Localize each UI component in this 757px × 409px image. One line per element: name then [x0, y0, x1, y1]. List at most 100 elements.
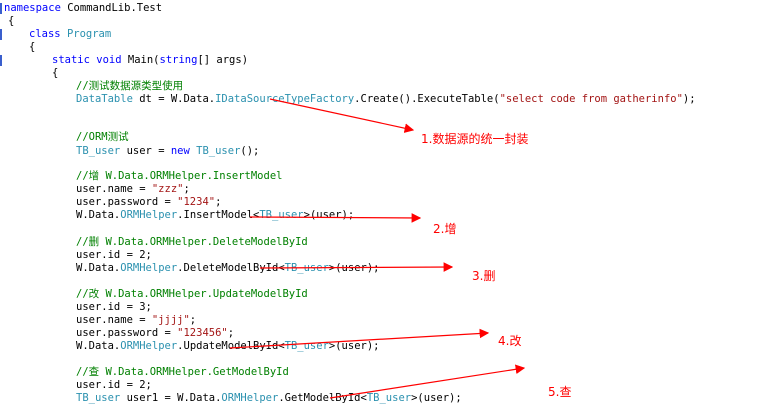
- arrow-to-annotation-3: [259, 262, 454, 272]
- code-text: user.password =: [76, 327, 178, 339]
- code-line-assign-password: user.password = "1234";: [76, 195, 221, 209]
- code-text: W.Data.: [76, 262, 121, 274]
- code-line-new-user: TB_user user = new TB_user();: [76, 144, 259, 158]
- code-text: ;: [183, 183, 190, 195]
- code-line-brace: {: [52, 66, 58, 80]
- code-text: user.id = 3;: [76, 301, 152, 313]
- comment: //测试数据源类型使用: [76, 80, 184, 92]
- code-text: );: [682, 93, 696, 105]
- code-text: .InsertModel<: [177, 209, 260, 221]
- code-line-datatable: DataTable dt = W.Data.IDataSourceTypeFac…: [76, 92, 696, 106]
- code-text: ;: [189, 314, 197, 326]
- code-line-insert: W.Data.ORMHelper.InsertModel<TB_user>(us…: [76, 208, 354, 222]
- code-line-assign-id: user.id = 2;: [76, 378, 152, 392]
- code-text: user =: [120, 145, 171, 157]
- brace: {: [29, 41, 36, 53]
- editor-gutter: [0, 0, 3, 409]
- code-text: ();: [240, 145, 260, 157]
- comment-line: //ORM测试: [76, 130, 129, 144]
- brace: {: [52, 67, 59, 79]
- code-line-namespace: namespace CommandLib.Test: [4, 1, 162, 15]
- annotation-label-5: 5.查: [548, 385, 572, 399]
- type-name: TB_user: [76, 392, 121, 404]
- comment-line: //测试数据源类型使用: [76, 79, 183, 93]
- change-marker: [0, 29, 2, 40]
- type-name: DataTable: [76, 93, 133, 105]
- code-text: .Create().ExecuteTable(: [354, 93, 500, 105]
- code-text: user.password =: [76, 196, 178, 208]
- type-name: TB_user: [196, 145, 241, 157]
- type-name: TB_user: [259, 209, 304, 221]
- type-name: ORMHelper: [120, 262, 178, 274]
- keyword: namespace: [4, 2, 61, 14]
- string-literal: "123456": [177, 327, 228, 339]
- code-text: >(user);: [328, 340, 380, 352]
- comment-line: //改 W.Data.ORMHelper.UpdateModelById: [76, 287, 308, 301]
- code-line-assign-id: user.id = 3;: [76, 300, 152, 314]
- code-line-assign-name: user.name = "zzz";: [76, 182, 190, 196]
- code-text: W.Data.: [76, 340, 121, 352]
- code-text: >(user);: [411, 392, 462, 404]
- code-text: user.name =: [76, 183, 152, 195]
- comment: //增 W.Data.ORMHelper.InsertModel: [76, 170, 283, 182]
- arrow-to-annotation-2: [249, 213, 422, 223]
- type-name: ORMHelper: [221, 392, 279, 404]
- string-literal: "jjjj": [151, 314, 190, 326]
- namespace-name: CommandLib.Test: [60, 2, 163, 14]
- code-text: .UpdateModelById<: [177, 340, 285, 352]
- comment: //删 W.Data.ORMHelper.DeleteModelById: [76, 236, 308, 248]
- comment-line: //增 W.Data.ORMHelper.InsertModel: [76, 169, 282, 183]
- code-text: user1 = W.Data.: [120, 392, 222, 404]
- class-name: Program: [66, 28, 112, 40]
- type-name: ORMHelper: [120, 209, 178, 221]
- annotation-label-1: 1.数据源的统一封装: [421, 132, 529, 146]
- string-literal: "zzz": [151, 183, 184, 195]
- code-text: .GetModelById<: [278, 392, 367, 404]
- code-line-update: W.Data.ORMHelper.UpdateModelById<TB_user…: [76, 339, 379, 353]
- code-line-main: static void Main(string[] args): [52, 53, 248, 67]
- code-line-assign-password: user.password = "123456";: [76, 326, 234, 340]
- code-text: user.id = 2;: [76, 249, 152, 261]
- code-line-get: TB_user user1 = W.Data.ORMHelper.GetMode…: [76, 391, 462, 405]
- annotation-label-2: 2.增: [433, 222, 457, 236]
- type-name: TB_user: [366, 392, 412, 404]
- code-text: .DeleteModelById<: [177, 262, 285, 274]
- type-name: ORMHelper: [120, 340, 178, 352]
- comment-line: //查 W.Data.ORMHelper.GetModelById: [76, 365, 289, 379]
- annotation-label-3: 3.删: [472, 269, 496, 283]
- keyword: static: [52, 54, 90, 66]
- arrow-to-annotation-5: [329, 364, 526, 399]
- annotation-label-4: 4.改: [498, 334, 522, 348]
- change-marker: [0, 55, 2, 66]
- method-name: Main(: [121, 54, 160, 66]
- code-text: ;: [227, 327, 235, 339]
- code-text: dt = W.Data.: [132, 93, 216, 105]
- comment: //查 W.Data.ORMHelper.GetModelById: [76, 366, 289, 378]
- code-editor[interactable]: namespace CommandLib.Test { class Progra…: [0, 0, 700, 409]
- keyword: void: [96, 54, 122, 66]
- code-line-assign-id: user.id = 2;: [76, 248, 152, 262]
- comment: //ORM测试: [76, 131, 129, 143]
- code-text: ;: [215, 196, 222, 208]
- string-literal: "1234": [177, 196, 216, 208]
- arrow-to-annotation-1: [269, 98, 415, 133]
- keyword: string: [159, 54, 198, 66]
- string-literal: "select code from gatherinfo": [499, 93, 683, 105]
- code-line-class: class Program: [29, 27, 111, 41]
- code-line-brace: {: [29, 40, 35, 54]
- type-name: IDataSourceTypeFactory: [215, 93, 355, 105]
- params: [] args): [197, 54, 249, 66]
- code-text: user.name =: [76, 314, 152, 326]
- code-line-assign-name: user.name = "jjjj";: [76, 313, 196, 327]
- code-line-brace: {: [8, 14, 14, 28]
- comment-line: //删 W.Data.ORMHelper.DeleteModelById: [76, 235, 308, 249]
- keyword: new: [170, 145, 190, 157]
- comment: //改 W.Data.ORMHelper.UpdateModelById: [76, 288, 308, 300]
- code-text: user.id = 2;: [76, 379, 152, 391]
- brace: {: [8, 15, 15, 27]
- code-text: W.Data.: [76, 209, 121, 221]
- arrow-to-annotation-4: [229, 328, 490, 349]
- type-name: TB_user: [76, 145, 121, 157]
- change-marker: [0, 3, 2, 14]
